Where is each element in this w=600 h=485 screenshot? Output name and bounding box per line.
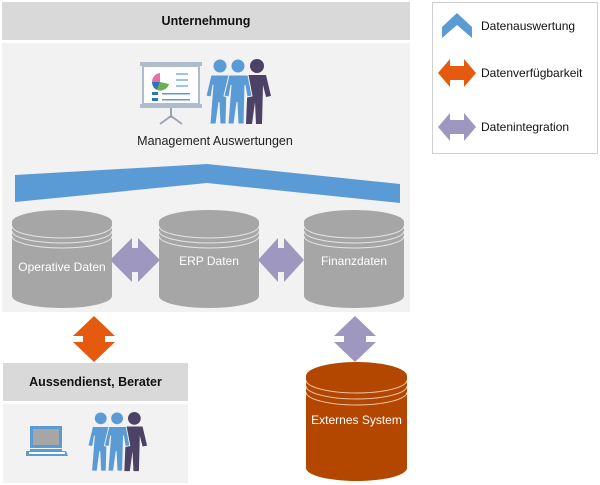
data-analysis-chevron [15, 164, 400, 203]
legend: Datenauswertung Datenverfügbarkeit Daten… [432, 2, 598, 154]
database-label: Operative Daten [18, 260, 106, 274]
database-label: Externes System [311, 413, 402, 427]
integration-arrow-erp-finance [258, 238, 304, 282]
company-header-label: Unternehmung [161, 14, 251, 28]
chevron-up-arrow-icon [442, 13, 472, 38]
legend-label: Datenintegration [481, 120, 570, 134]
database-icon [12, 210, 112, 308]
database-external: Externes System [306, 362, 407, 482]
database-erp: ERP Daten [159, 210, 259, 308]
people-group-icon [88, 411, 148, 472]
database-finance: Finanzdaten [304, 210, 404, 308]
integration-arrow-operative-erp [110, 238, 160, 282]
database-label: ERP Daten [179, 254, 239, 268]
double-arrow-icon [438, 113, 476, 141]
laptop-icon [26, 426, 68, 456]
legend-label: Datenverfügbarkeit [481, 66, 583, 80]
presentation-board-icon [140, 62, 202, 125]
database-icon [304, 210, 404, 308]
double-arrow-icon [438, 59, 476, 87]
database-icon [306, 362, 407, 481]
people-group-icon [206, 58, 271, 125]
availability-arrow [73, 316, 115, 362]
company-header: Unternehmung [2, 2, 410, 40]
field-header-label: Aussendienst, Berater [29, 375, 162, 389]
legend-label: Datenauswertung [481, 19, 576, 33]
management-label: Management Auswertungen [137, 134, 293, 148]
field-header: Aussendienst, Berater [3, 363, 188, 401]
integration-arrow-external [334, 316, 376, 362]
database-operative: Operative Daten [12, 210, 112, 308]
database-label: Finanzdaten [320, 254, 388, 268]
database-icon [159, 210, 259, 308]
